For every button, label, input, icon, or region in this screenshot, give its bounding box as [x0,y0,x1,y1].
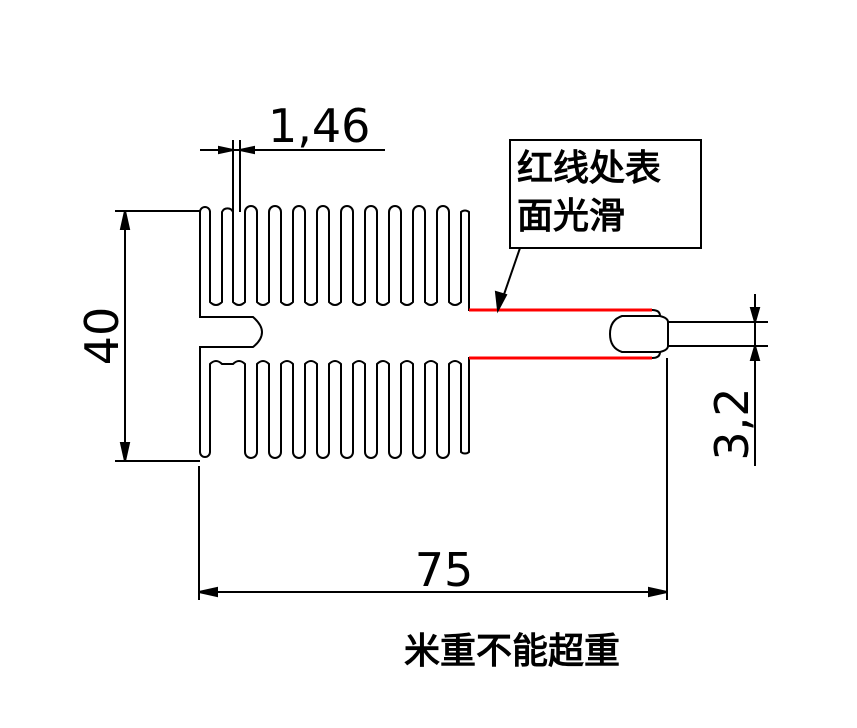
surface-note-box: 红线处表 面光滑 [509,139,702,249]
surface-note-line2: 面光滑 [517,196,626,237]
dimension-slot-width [668,294,768,466]
slot-detail [659,315,669,353]
surface-note-line1: 红线处表 [517,148,662,189]
weight-note: 米重不能超重 [404,631,621,672]
height-dimension-label: 40 [75,307,129,366]
dimension-width [198,358,668,600]
width-dimension-label: 75 [415,543,474,597]
note-leader [494,247,521,314]
slot-width-label: 3,2 [705,387,759,460]
fin-thickness-label: 1,46 [268,99,370,153]
heatsink-profile [199,205,662,459]
dimension-height [115,210,200,462]
dimension-fin-thickness [200,140,385,212]
